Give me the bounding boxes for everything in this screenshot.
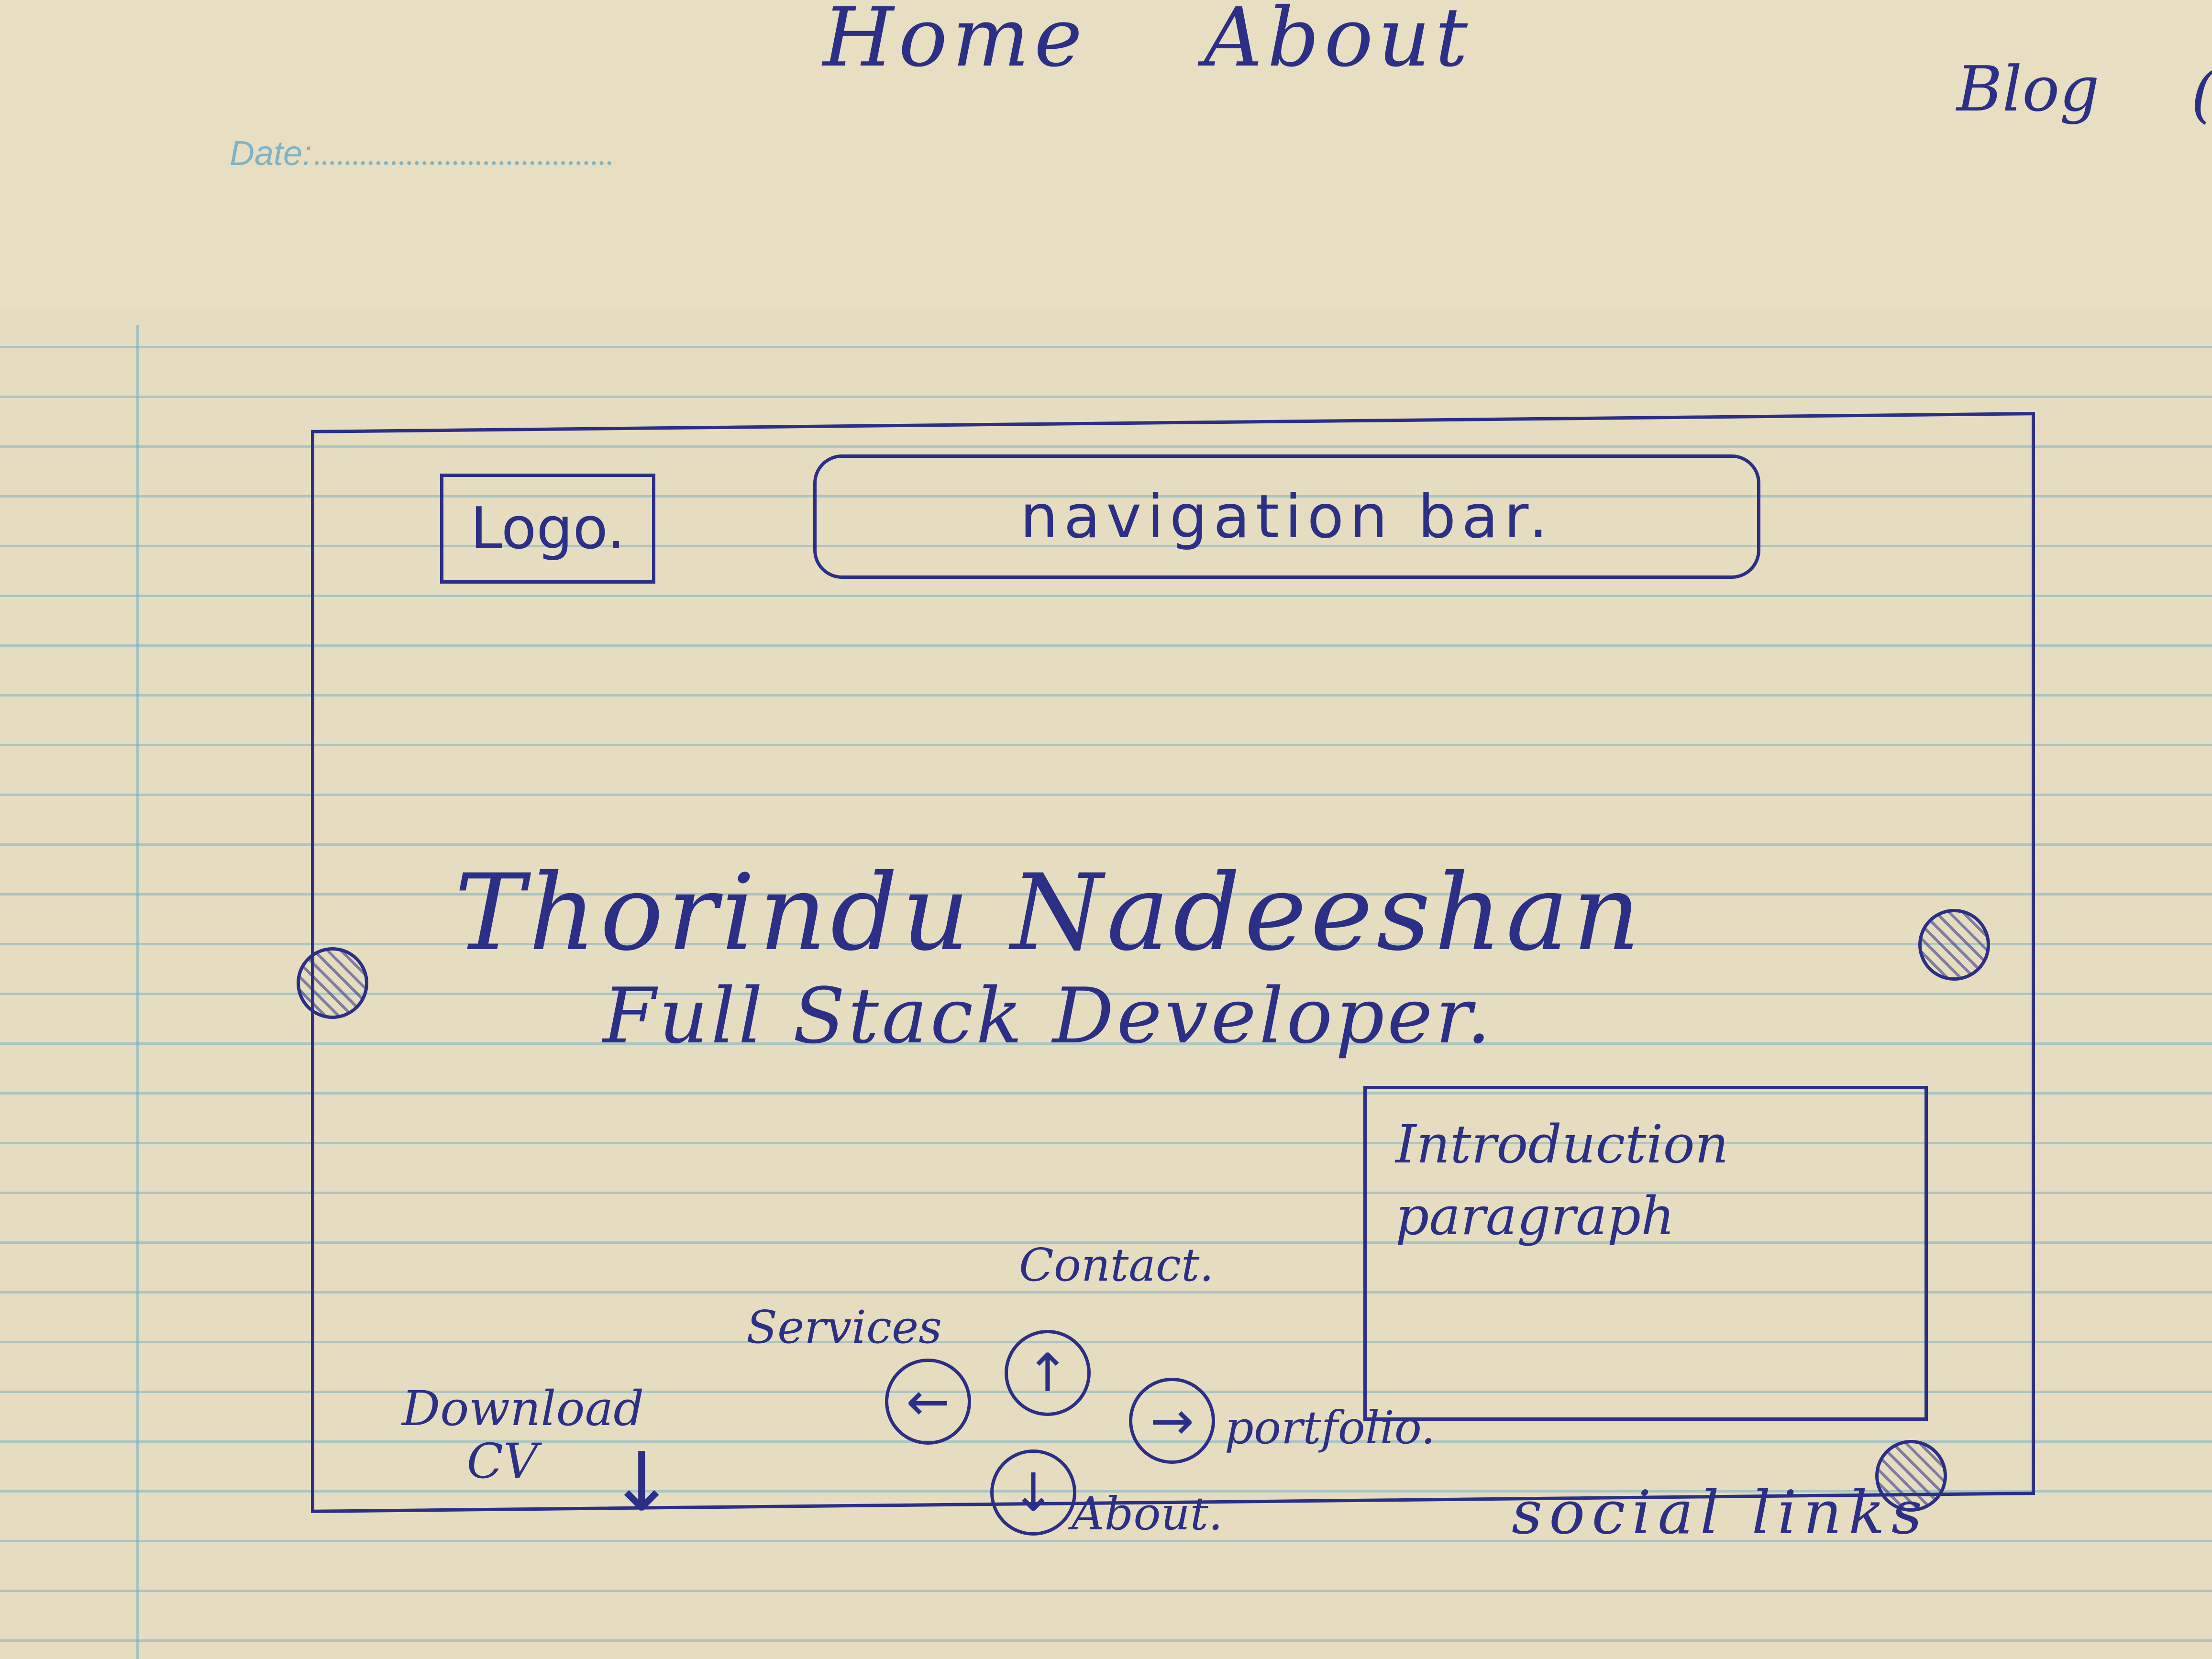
top-nav-home[interactable]: Home	[823, 0, 1087, 85]
top-nav-sketch: Home About	[823, 0, 1559, 85]
services-label: Services	[746, 1301, 942, 1354]
date-field: Date:	[230, 134, 612, 173]
date-line	[315, 161, 612, 165]
about-label: About.	[1072, 1488, 1223, 1540]
navigation-bar[interactable]: navigation bar.	[813, 454, 1760, 579]
down-arrow-icon[interactable]: ↓	[990, 1449, 1076, 1536]
down-arrow-icon[interactable]: ↓	[608, 1435, 676, 1530]
date-label: Date:	[230, 134, 312, 173]
contact-label: Contact.	[1019, 1239, 1214, 1292]
navigation-bar-label: navigation bar.	[1020, 482, 1554, 552]
social-icon-left[interactable]	[297, 947, 368, 1019]
hero-role: Full Stack Developer.	[603, 971, 1494, 1061]
right-arrow-icon[interactable]: →	[1129, 1378, 1215, 1464]
intro-paragraph-box: Introduction paragraph	[1363, 1086, 1928, 1421]
top-nav-about[interactable]: About	[1204, 0, 1473, 85]
download-cv-label[interactable]: Download CV	[402, 1381, 644, 1489]
logo-box[interactable]: Logo.	[440, 474, 655, 584]
paper-header-area	[0, 0, 2212, 306]
social-icon-right[interactable]	[1918, 909, 1990, 981]
up-arrow-icon[interactable]: ↑	[1005, 1330, 1091, 1416]
intro-paragraph-label: Introduction paragraph	[1395, 1114, 1729, 1247]
hero-name: Thorindu Nadeeshan	[454, 852, 1644, 974]
logo-label: Logo.	[470, 495, 625, 562]
margin-line	[136, 325, 139, 1659]
left-arrow-icon[interactable]: ←	[885, 1359, 971, 1445]
top-nav-cut-off: (	[2191, 57, 2212, 130]
social-links-label: social links	[1512, 1478, 1929, 1548]
social-icon-bottom[interactable]	[1875, 1440, 1947, 1512]
portfolio-label: portfolio.	[1225, 1402, 1436, 1454]
top-nav-blog[interactable]: Blog	[1957, 53, 2100, 125]
